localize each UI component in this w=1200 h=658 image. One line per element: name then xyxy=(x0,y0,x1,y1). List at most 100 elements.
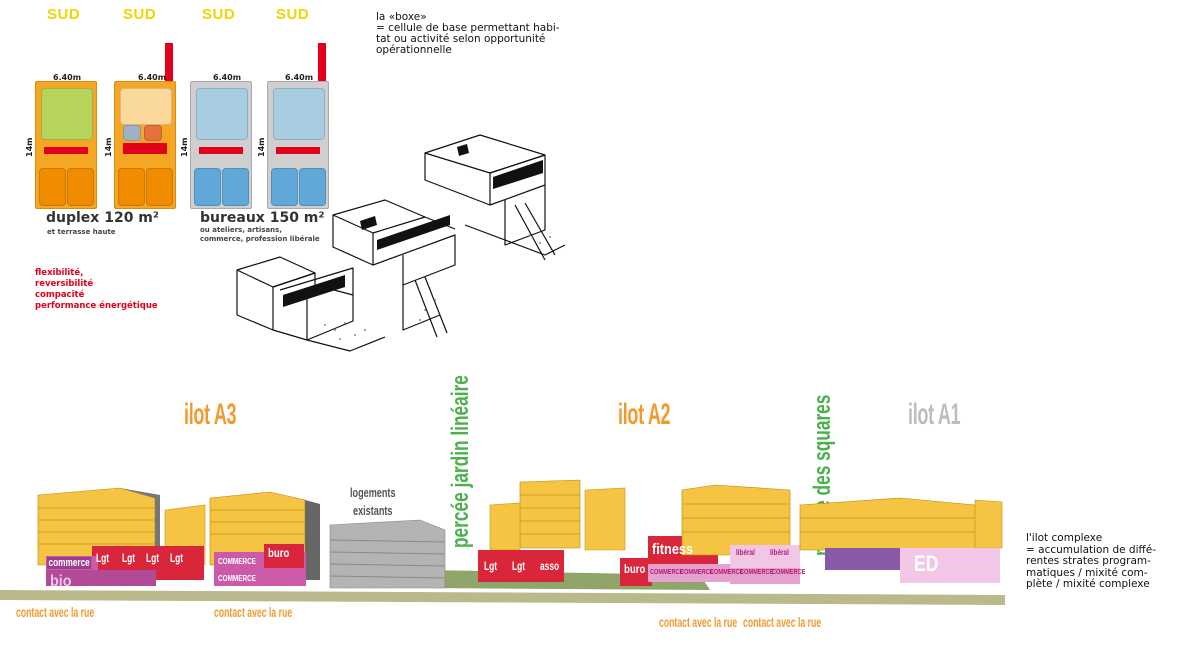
sketch-box3-side xyxy=(424,153,491,206)
sketch-box1-ground xyxy=(306,336,386,352)
duplex-stair-bar xyxy=(44,147,88,154)
a2-commerce-caps-3: COMMERCE xyxy=(710,569,744,576)
ilot-a3-label: ilot A3 xyxy=(184,398,237,431)
boxe-note-line-1: la «boxe» xyxy=(376,11,427,23)
bureaux-subtitle-line-2: commerce, profession libérale xyxy=(200,235,320,243)
a2-commerce-caps-4: COMMERCE xyxy=(740,569,774,576)
logements-existants-label: logements existants xyxy=(350,484,396,520)
duplex-b-room-left xyxy=(118,168,145,206)
boxe-sketch xyxy=(236,134,566,352)
boxe-note-line-3: tat ou activité selon opportunité xyxy=(376,33,546,45)
duplex-title: duplex 120 m² xyxy=(46,210,160,226)
duplex-room-right xyxy=(67,168,94,206)
quality-3: compacité xyxy=(35,290,85,300)
bureaux-b-room-left xyxy=(271,168,298,206)
sketch-box3-stair xyxy=(514,202,556,261)
a3-buro-podium xyxy=(264,544,304,568)
a2-block-4 xyxy=(681,484,791,556)
sud-label-2: SUD xyxy=(123,6,157,23)
sketch-box3-lower xyxy=(504,185,546,246)
a2-commerce-caps-5: COMMERCE xyxy=(772,569,806,576)
logements-existants-block xyxy=(329,519,446,589)
ilot-a1-label: ilot A1 xyxy=(908,398,961,431)
ilot-complexe-note: l'ilot complexe = accumulation de diffé-… xyxy=(1026,532,1156,591)
boxe-note: la «boxe» = cellule de base permettant h… xyxy=(376,12,560,56)
sketch-box2-front xyxy=(372,234,456,286)
a2-commerce-caps-1: COMMERCE xyxy=(650,569,684,576)
quality-4: performance énergétique xyxy=(35,301,158,311)
sketch-box1-edge xyxy=(272,272,316,288)
a3-commerce-caps-2: COMMERCE xyxy=(218,574,257,583)
duplex-plan-a xyxy=(35,81,97,209)
sketch-box1-front xyxy=(272,267,354,341)
bureaux-plan-b xyxy=(267,81,329,209)
a3-base-strip xyxy=(46,570,156,586)
boxe-note-line-2: = cellule de base permettant habi- xyxy=(376,22,560,34)
duplex-room-left xyxy=(39,168,66,206)
height-marker-1 xyxy=(165,43,173,81)
duplex-small-room-grey xyxy=(123,125,141,141)
logements-line-1: logements xyxy=(350,485,396,500)
bureaux-b-room-right xyxy=(299,168,326,206)
a3-buro-label: buro xyxy=(268,546,290,560)
duplex-plan-b xyxy=(114,81,176,209)
a1-ed-podium xyxy=(900,548,1000,583)
a1-purple-strip xyxy=(825,548,903,570)
duplex-subtitle: et terrasse haute xyxy=(47,228,116,236)
complexe-line-3: rentes strates program- xyxy=(1026,555,1151,567)
sketch-box2-base xyxy=(402,285,441,331)
a1-block-1 xyxy=(799,497,976,551)
a1-block-2 xyxy=(974,499,1003,549)
contact-label-2: contact avec la rue xyxy=(214,604,293,620)
bureaux-open-space xyxy=(196,88,248,140)
complexe-line-1: l'ilot complexe xyxy=(1026,532,1103,544)
ilot-panorama xyxy=(0,479,1005,605)
sketch-box3-skylight xyxy=(457,144,469,156)
a3-block-3-side xyxy=(305,500,320,580)
ground-strip xyxy=(0,590,1005,605)
width-label-4: 6.40m xyxy=(285,73,314,82)
duplex-b-stair-bar xyxy=(123,143,167,154)
sketch-box2-skylight xyxy=(360,216,377,230)
a2-buro-label: buro xyxy=(624,562,646,576)
a1-ed-label: ED xyxy=(914,551,939,576)
sketch-box3-front xyxy=(489,154,546,206)
a3-commerce-label: commerce xyxy=(47,557,92,569)
a2-block-1 xyxy=(519,479,581,549)
bureaux-b-stair-bar xyxy=(276,147,320,154)
bureaux-room-right xyxy=(222,168,249,206)
duplex-small-room-orange xyxy=(144,125,162,141)
complexe-line-5: plète / mixité complexe xyxy=(1026,578,1150,590)
a2-buro-podium xyxy=(620,558,652,586)
a3-lgt-label-1: Lgt xyxy=(96,551,110,565)
bureaux-room-left xyxy=(194,168,221,206)
duplex-upper-area xyxy=(120,88,172,125)
depth-label-1: 14m xyxy=(25,137,34,157)
a2-commerce-caps-2: COMMERCE xyxy=(680,569,714,576)
sketch-box2-windows xyxy=(377,215,450,250)
sketch-box3-windows xyxy=(493,160,543,189)
width-label-2: 6.40m xyxy=(138,73,167,82)
a2-fitness-label: fitness xyxy=(652,541,694,558)
bureaux-subtitle-line-1: ou ateliers, artisans, xyxy=(200,226,282,234)
width-label-1: 6.40m xyxy=(53,73,82,82)
complexe-line-4: matiques / mixité com- xyxy=(1026,566,1148,579)
contact-label-4: contact avec la rue xyxy=(743,614,822,630)
contact-label-1: contact avec la rue xyxy=(16,604,95,620)
a2-lgt-label-1: Lgt xyxy=(484,559,498,573)
depth-label-3: 14m xyxy=(180,137,189,157)
sud-label-4: SUD xyxy=(276,6,310,23)
contact-label-3: contact avec la rue xyxy=(659,614,738,630)
a2-liberal-strip xyxy=(730,545,800,569)
a2-commerce-strip-2 xyxy=(730,568,800,584)
quality-1: flexibilité, xyxy=(35,268,84,278)
bureaux-plan-a xyxy=(190,81,252,209)
a2-liberal-label-1: libéral xyxy=(736,548,755,557)
duplex-terrace-area xyxy=(41,88,93,140)
width-label-3: 6.40m xyxy=(213,73,242,82)
bureaux-subtitle: ou ateliers, artisans, commerce, profess… xyxy=(200,226,320,244)
a3-commerce-caps-1: COMMERCE xyxy=(218,557,257,566)
a2-lgt-label-2: Lgt xyxy=(512,559,526,573)
height-marker-2 xyxy=(318,43,326,81)
a3-lgt-label-3: Lgt xyxy=(146,551,160,565)
